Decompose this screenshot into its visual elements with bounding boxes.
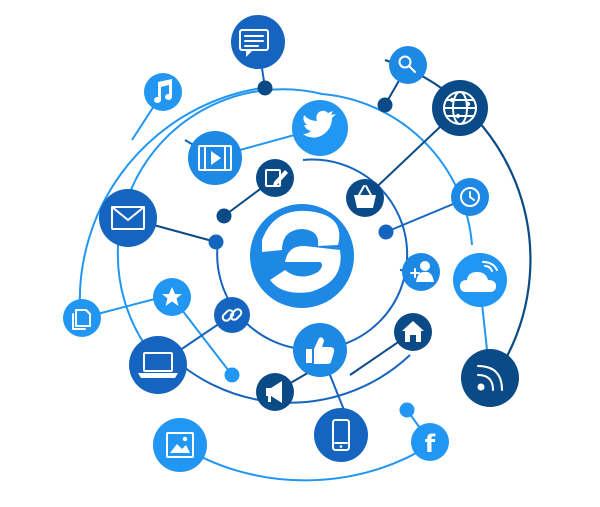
twitter-bird-icon[interactable] [292, 100, 348, 156]
home-icon[interactable] [394, 313, 432, 351]
edit-icon[interactable] [256, 159, 294, 197]
thumbs-up-icon[interactable] [293, 323, 347, 377]
mail-icon[interactable] [99, 189, 157, 247]
search-icon[interactable] [389, 46, 427, 84]
connector-dots [208, 80, 415, 418]
message-icon[interactable] [231, 15, 285, 69]
star-icon[interactable] [153, 278, 191, 316]
dot [216, 208, 232, 224]
dot [378, 224, 394, 240]
facebook-letter: f [425, 430, 436, 458]
clock-icon[interactable] [451, 178, 489, 216]
dot [377, 97, 393, 113]
bottom-ring [179, 444, 431, 482]
globe-network-icon[interactable] [432, 80, 488, 136]
facebook-icon[interactable]: f [411, 423, 449, 461]
outer-ring-left [78, 87, 263, 311]
document-icon[interactable] [63, 299, 101, 337]
music-icon[interactable] [144, 73, 182, 111]
dot [208, 234, 224, 250]
central-logo-icon[interactable] [250, 204, 354, 308]
dot [399, 402, 415, 418]
smartphone-icon[interactable] [314, 408, 368, 462]
dot [224, 367, 240, 383]
video-icon[interactable] [188, 131, 242, 185]
link-icon[interactable] [214, 297, 250, 333]
laptop-icon[interactable] [129, 336, 187, 394]
outer-ring-right [384, 58, 532, 361]
rss-icon[interactable] [461, 349, 519, 407]
cloud-wifi-icon[interactable] [453, 253, 507, 307]
dot [257, 80, 273, 96]
middle-ring [116, 88, 473, 346]
photo-icon[interactable] [153, 418, 207, 472]
basket-icon[interactable] [346, 179, 384, 217]
user-add-icon[interactable] [402, 253, 440, 291]
megaphone-icon[interactable] [256, 373, 294, 411]
